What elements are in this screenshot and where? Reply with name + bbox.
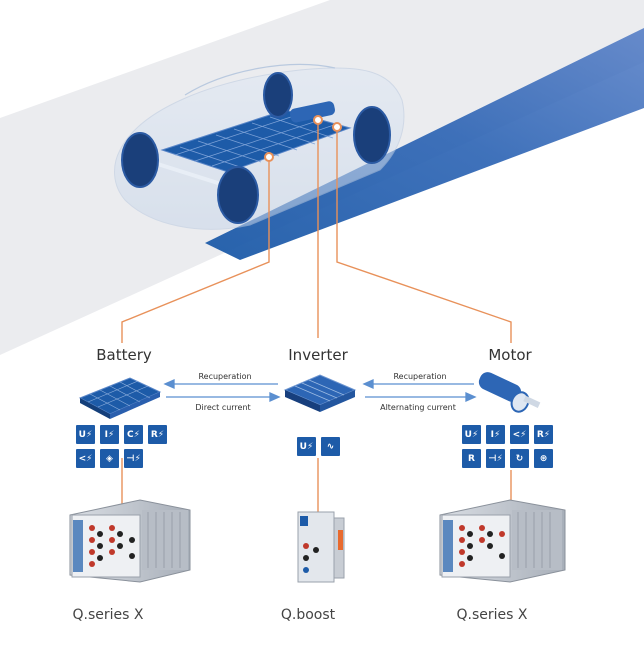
connection-lines <box>121 120 512 512</box>
inverter-label: Inverter <box>288 346 348 364</box>
direct-current-label: Direct current <box>195 403 251 412</box>
blue-beam <box>205 28 644 260</box>
recuperation-left-label: Recuperation <box>198 372 252 381</box>
voltage-icon: U⚡ <box>297 437 316 456</box>
current-icon: I⚡ <box>486 425 505 444</box>
torque-icon: ↻ <box>510 449 529 468</box>
current-icon: I⚡ <box>100 425 119 444</box>
flow-arrows-left <box>163 378 281 403</box>
alternating-current-label: Alternating current <box>380 403 456 412</box>
battery-module-image <box>78 377 162 419</box>
measurement-points <box>264 115 342 162</box>
voltage-icon: U⚡ <box>76 425 95 444</box>
temperature-icon: <⚡ <box>76 449 95 468</box>
q-series-x-left-image <box>69 499 191 583</box>
car-illustration <box>114 63 405 230</box>
resistance-icon: R⚡ <box>148 425 167 444</box>
q-series-x-right-image <box>439 499 566 583</box>
q-boost-image <box>297 511 345 583</box>
inverter-image <box>283 374 357 412</box>
temperature-icon: <⚡ <box>510 425 529 444</box>
waveform-icon: ∿ <box>321 437 340 456</box>
voltage-icon: U⚡ <box>462 425 481 444</box>
q-series-x-right-label: Q.series X <box>456 607 528 623</box>
q-series-x-left-label: Q.series X <box>72 607 144 623</box>
battery-cell-icon: ⊣⚡ <box>124 449 143 468</box>
flow-arrows-right <box>362 378 477 403</box>
resistance-icon: R⚡ <box>534 425 553 444</box>
motor-label: Motor <box>488 346 532 364</box>
speed-icon: ⊛ <box>534 449 553 468</box>
capacitance-icon: C⚡ <box>124 425 143 444</box>
motor-image <box>478 372 541 413</box>
battery-label: Battery <box>96 346 152 364</box>
q-boost-label: Q.boost <box>280 607 336 623</box>
battery-cell-icon: ⊣⚡ <box>486 449 505 468</box>
resistance-icon: R <box>462 449 481 468</box>
strain-gauge-icon: ◈ <box>100 449 119 468</box>
recuperation-right-label: Recuperation <box>393 372 447 381</box>
